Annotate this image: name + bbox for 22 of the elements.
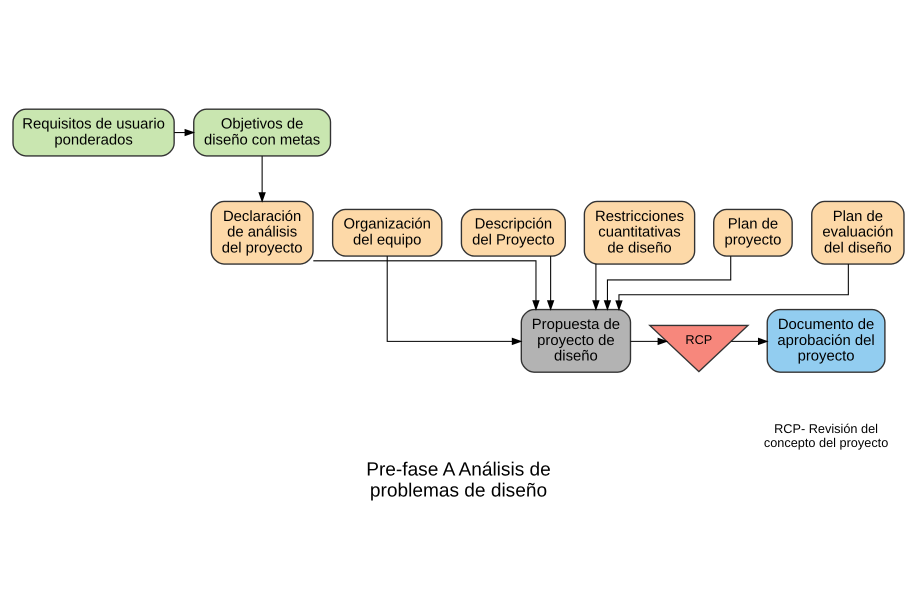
node-box: Descripción del Proyecto (460, 208, 566, 256)
arrow (258, 156, 266, 202)
arrow (174, 128, 196, 136)
arrow (615, 264, 849, 310)
arrow (731, 337, 769, 345)
arrow (313, 260, 540, 310)
node-box: Restricciones cuantitativas de diseño (584, 200, 696, 264)
node-box: Objetivos de diseño con metas (193, 108, 332, 156)
arrow (546, 256, 554, 310)
arrow (592, 264, 600, 310)
arrow (604, 256, 732, 310)
node-box: Documento de aprobación del proyecto (766, 308, 886, 372)
caption: Pre-fase A Análisis de problemas de diseño (366, 458, 551, 502)
node-box: Plan de evaluación del diseño (811, 200, 905, 264)
arrow (386, 256, 522, 345)
node-box: Organización del equipo (332, 208, 442, 256)
node-box: Plan de proyecto (713, 208, 793, 256)
node-box: Requisitos de usuario ponderados (12, 108, 175, 156)
arrow (630, 337, 668, 345)
label: RCP- Revisión del concepto del proyecto (764, 420, 888, 450)
node-box: Declaración de análisis del proyecto (210, 200, 314, 264)
node-box: Propuesta de proyecto de diseño (520, 308, 632, 372)
